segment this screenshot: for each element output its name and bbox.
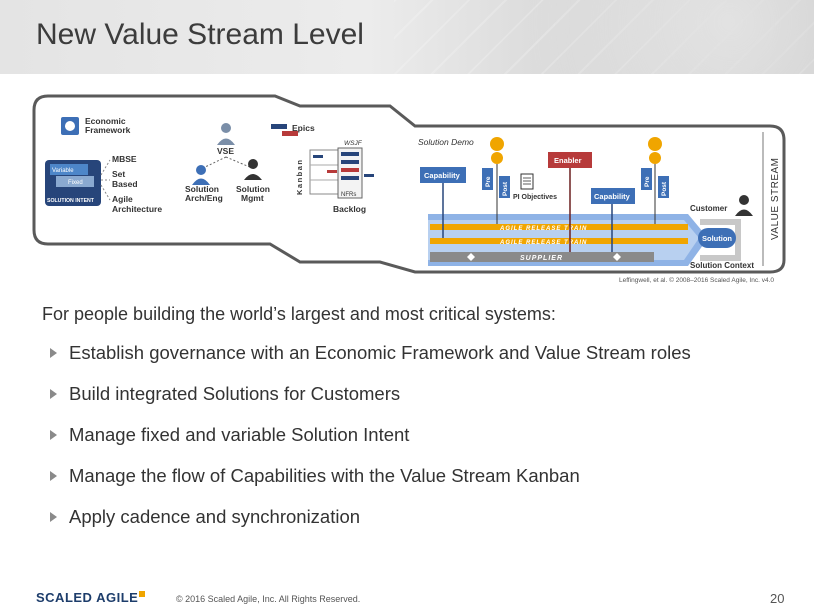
bullet-text: Manage fixed and variable Solution Inten…: [69, 424, 410, 445]
kanban-backlog: Kanban WSJF NFRs Backlog: [295, 140, 374, 214]
economic-framework-label-2: Framework: [85, 125, 131, 135]
economic-framework: Economic Framework: [61, 116, 131, 135]
milestones: [490, 137, 662, 224]
pi-objectives: PI Objectives: [513, 173, 557, 201]
solution-holder: [700, 219, 741, 261]
capability-2: Capability: [591, 188, 635, 252]
logo-text: SCALED AGILE: [36, 590, 139, 605]
document-icon: [520, 173, 534, 190]
art-1-label: AGILE RELEASE TRAIN: [499, 226, 587, 232]
bullet-item: Manage fixed and variable Solution Inten…: [48, 424, 691, 465]
solution-context-label: Solution Context: [690, 261, 754, 270]
scaled-agile-logo: SCALED AGILE: [36, 590, 146, 605]
intent-fixed: Fixed: [68, 180, 83, 186]
nfrs-label: NFRs: [341, 192, 356, 198]
arch-label-1: Solution: [185, 184, 219, 194]
intent-mbse: MBSE: [112, 154, 137, 164]
epics-label: Epics: [292, 123, 315, 133]
post-2-label: Post: [661, 181, 668, 196]
enabler-label: Enabler: [554, 156, 582, 165]
arch-person-icon: [192, 165, 210, 185]
solution-intent: Variable Fixed SOLUTION INTENT MBSE Set …: [45, 154, 162, 214]
pre-1-label: Pre: [485, 176, 492, 187]
bullet-list: Establish governance with an Economic Fr…: [48, 342, 691, 547]
bullet-arrow-icon: [50, 430, 57, 440]
wsjf-label: WSJF: [344, 140, 363, 147]
capability-1: Capability: [420, 167, 466, 238]
mgmt-label-1: Solution: [236, 184, 270, 194]
kanban-label: Kanban: [295, 158, 304, 195]
capability-1-label: Capability: [424, 171, 461, 180]
lead-text: For people building the world’s largest …: [42, 304, 556, 324]
bullet-item: Apply cadence and synchronization: [48, 506, 691, 547]
epic-card-red: [282, 131, 298, 136]
intent-based: Based: [112, 179, 138, 189]
capability-2-label: Capability: [594, 192, 631, 201]
backlog-stack: [337, 147, 363, 199]
epic-card-blue: [271, 124, 287, 129]
vse-label: VSE: [217, 146, 234, 156]
enabler: Enabler: [548, 152, 592, 252]
value-stream-label: VALUE STREAM: [770, 158, 781, 241]
intent-set: Set: [112, 169, 125, 179]
bullet-item: Build integrated Solutions for Customers: [48, 383, 691, 424]
art-2-label: AGILE RELEASE TRAIN: [499, 240, 587, 246]
mgmt-person-icon: [244, 159, 262, 180]
bullet-arrow-icon: [50, 512, 57, 522]
slide-title: New Value Stream Level: [36, 18, 364, 51]
bullet-item: Manage the flow of Capabilities with the…: [48, 465, 691, 506]
bullet-arrow-icon: [50, 348, 57, 358]
bullet-item: Establish governance with an Economic Fr…: [48, 342, 691, 383]
pre-2-label: Pre: [644, 176, 651, 187]
epics: Epics: [271, 123, 315, 136]
pre-post-2: Pre Post: [641, 168, 669, 198]
supplier-bar: [430, 252, 654, 262]
intent-variable: Variable: [52, 168, 74, 174]
mgmt-label-2: Mgmt: [241, 193, 264, 203]
solution-label: Solution: [702, 234, 732, 243]
bullet-arrow-icon: [50, 389, 57, 399]
pi-objectives-label: PI Objectives: [513, 194, 557, 201]
intent-architecture: Architecture: [112, 204, 162, 214]
bullet-text: Build integrated Solutions for Customers: [69, 383, 401, 404]
solution-pill: [698, 228, 736, 248]
milestone-2-icon: [648, 137, 662, 151]
diagram-attribution: Leffingwell, et al. © 2008–2016 Scaled A…: [619, 277, 774, 284]
page-number: 20: [770, 591, 785, 606]
bullet-text: Establish governance with an Economic Fr…: [69, 342, 691, 363]
art-2: [430, 238, 688, 244]
customer-label: Customer: [690, 204, 727, 213]
post-1-label: Post: [502, 181, 509, 196]
logo-mark-icon: [139, 591, 146, 597]
backlog-label: Backlog: [333, 204, 366, 214]
milestone-1-icon: [490, 137, 504, 151]
customer-person-icon: [735, 195, 753, 216]
footer-copyright: © 2016 Scaled Agile, Inc. All Rights Res…: [176, 594, 361, 604]
arch-label-2: Arch/Eng: [185, 193, 223, 203]
vse-person-icon: [217, 123, 235, 145]
customer-solution: Customer Solution Solution Context: [690, 195, 754, 270]
supplier-label: SUPPLIER: [520, 255, 563, 262]
header-decoration: [394, 0, 814, 74]
intent-label: SOLUTION INTENT: [47, 198, 95, 204]
solution-demo-label: Solution Demo: [418, 137, 474, 147]
bullet-arrow-icon: [50, 471, 57, 481]
roles: VSE Solution Arch/Eng Solution Mgmt: [185, 123, 270, 203]
economic-framework-label-1: Economic: [85, 116, 126, 126]
pre-post-1: Pre Post: [482, 168, 510, 198]
value-stream-diagram: Economic Framework Variable Fixed SOLUTI…: [32, 94, 786, 274]
bullet-text: Apply cadence and synchronization: [69, 506, 361, 527]
title-bar: New Value Stream Level: [0, 0, 814, 74]
bullet-text: Manage the flow of Capabilities with the…: [69, 465, 580, 486]
release-trains: AGILE RELEASE TRAIN AGILE RELEASE TRAIN …: [428, 214, 708, 266]
art-1: [430, 224, 688, 230]
intent-agile: Agile: [112, 194, 133, 204]
